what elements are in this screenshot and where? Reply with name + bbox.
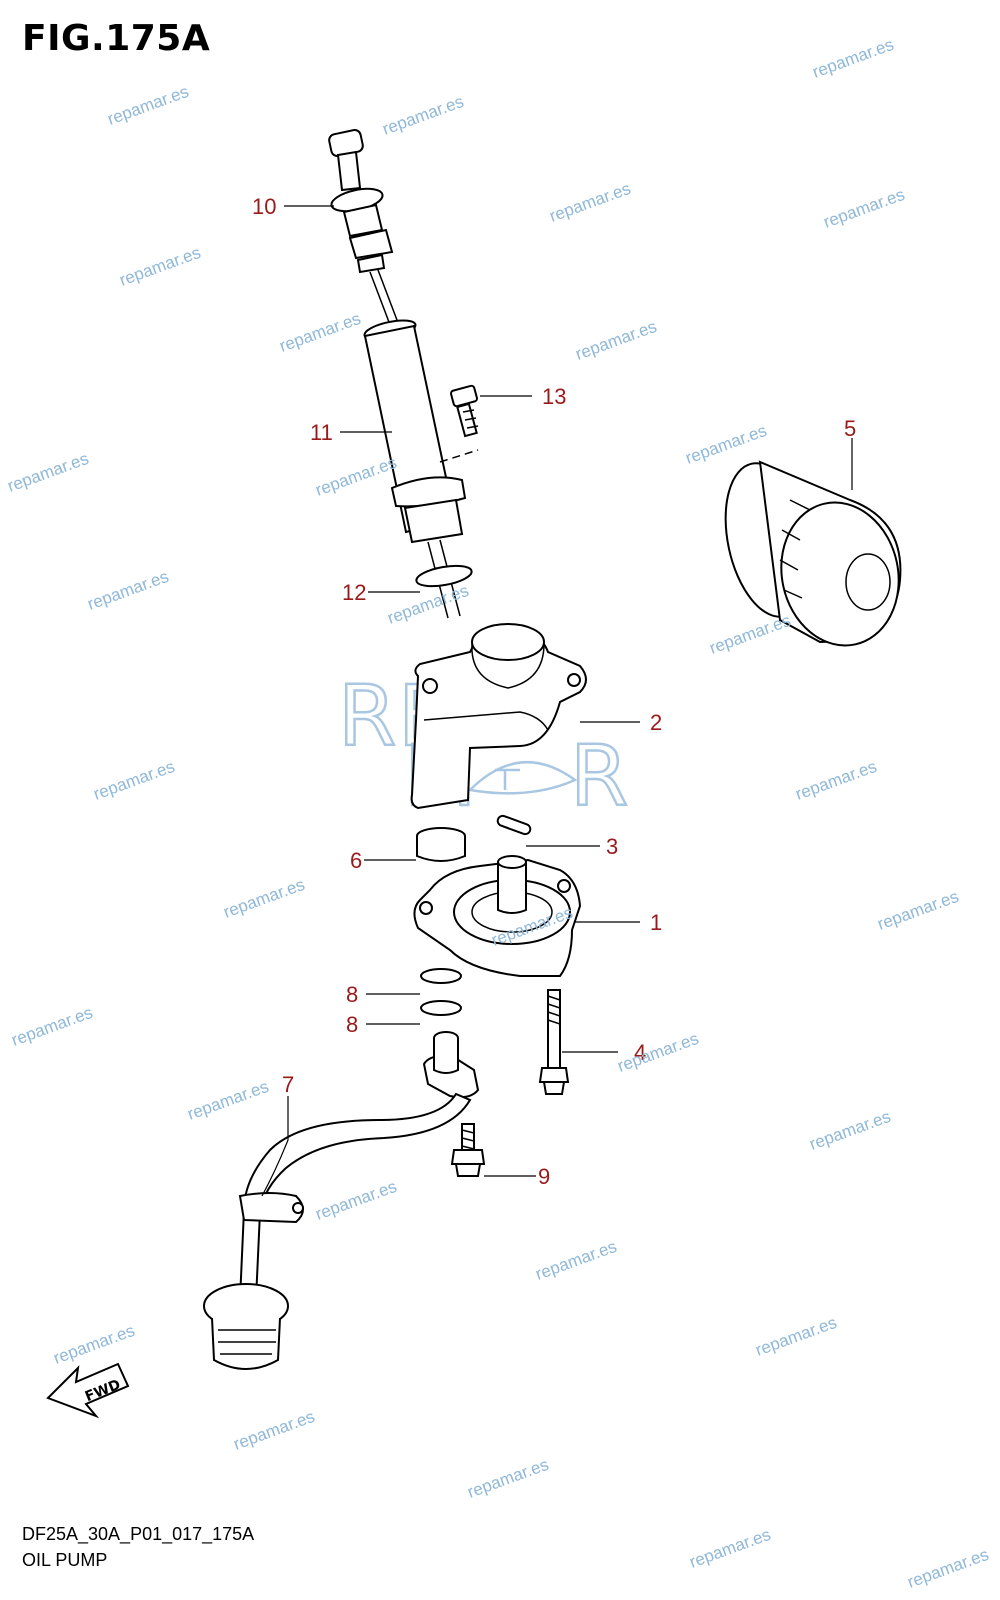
diagram-caption: OIL PUMP — [22, 1550, 108, 1570]
watermark-text: repamar.es — [185, 1077, 271, 1124]
callout-label: 10 — [252, 194, 276, 219]
watermark-text: repamar.es — [221, 875, 307, 922]
watermark-text: repamar.es — [615, 1029, 701, 1076]
callout-label: 2 — [650, 710, 662, 735]
part-9-short-bolt — [450, 1123, 486, 1177]
part-8-o-ring — [420, 968, 462, 984]
diagram-code: DF25A_30A_P01_017_175A — [22, 1524, 255, 1544]
fwd-arrow: FWD — [46, 1362, 130, 1419]
watermark-text: repamar.es — [533, 1237, 619, 1284]
callout-label: 11 — [310, 420, 333, 445]
watermark-text: repamar.es — [810, 35, 896, 82]
watermark-text: repamar.es — [313, 1177, 399, 1224]
part-4-long-bolt — [538, 989, 570, 1095]
watermark-text: repamar.es — [683, 421, 769, 468]
callout-label: 13 — [542, 384, 566, 409]
part-6-collar — [416, 827, 466, 862]
watermark-text: repamar.es — [51, 1321, 137, 1368]
part-1-pump-body — [413, 855, 582, 977]
part-13-bolt — [450, 384, 479, 438]
watermark-text: repamar.es — [9, 1003, 95, 1050]
callout-label: 1 — [650, 910, 662, 935]
callout-label: 8 — [346, 982, 358, 1007]
watermark-logo-letter: R — [338, 667, 396, 765]
callout-label: 9 — [538, 1164, 550, 1189]
watermark-text: repamar.es — [105, 82, 191, 129]
watermark-text: repamar.es — [753, 1313, 839, 1360]
watermark-text: repamar.es — [707, 611, 793, 658]
watermark-text: repamar.es — [905, 1545, 991, 1592]
watermark-text: repamar.es — [875, 887, 961, 934]
watermark-text: repamar.es — [821, 185, 907, 232]
callout-label: 8 — [346, 1012, 358, 1037]
watermark-text: repamar.es — [465, 1455, 551, 1502]
watermark-text: repamar.es — [117, 243, 203, 290]
part-12-o-ring — [415, 564, 473, 588]
callout-label: 4 — [634, 1040, 646, 1065]
watermark-text: repamar.es — [547, 179, 633, 226]
part-10-dipstick-handle — [328, 129, 401, 331]
watermark-logo-letter: R — [570, 727, 628, 825]
callout-label: 5 — [844, 416, 856, 441]
watermark-text: repamar.es — [807, 1107, 893, 1154]
part-2-pump-cover — [410, 623, 587, 810]
callout-labels: 10 13 11 5 12 2 3 6 1 8 8 4 7 9 — [252, 194, 856, 1189]
watermark-text: repamar.es — [687, 1525, 773, 1572]
part-3-pin — [496, 814, 532, 836]
callout-label: 6 — [350, 848, 362, 873]
part-8-o-ring — [420, 1000, 462, 1016]
watermark-text: repamar.es — [277, 309, 363, 356]
watermark-texts: repamar.es repamar.es repamar.es repamar… — [5, 35, 991, 1592]
figure-title: FIG.175A — [22, 18, 211, 59]
callout-label: 7 — [282, 1072, 294, 1097]
part-11-dipstick-tube — [363, 319, 479, 619]
callout-label: 12 — [342, 580, 366, 605]
watermark-text: repamar.es — [380, 92, 466, 139]
part-7-oil-strainer — [203, 1031, 480, 1370]
leader-lines — [261, 205, 853, 1197]
watermark-text: repamar.es — [85, 567, 171, 614]
watermark-text: repamar.es — [573, 317, 659, 364]
watermark-text: repamar.es — [793, 757, 879, 804]
part-5-oil-filter — [724, 460, 902, 647]
watermark-text: repamar.es — [231, 1407, 317, 1454]
watermark-text: repamar.es — [91, 757, 177, 804]
watermark-text: repamar.es — [313, 453, 399, 500]
callout-label: 3 — [606, 834, 618, 859]
watermark-text: repamar.es — [5, 449, 91, 496]
watermark-text: repamar.es — [385, 581, 471, 628]
